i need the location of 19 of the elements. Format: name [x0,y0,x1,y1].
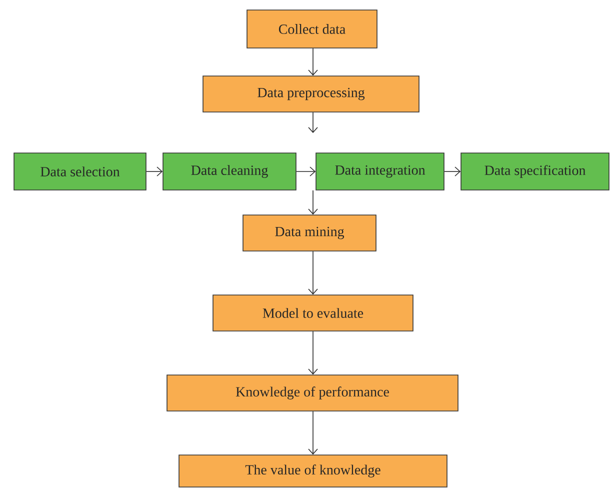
arrow [308,48,318,76]
process-box: Data specification [460,152,610,190]
process-box: Data cleaning [162,152,296,190]
process-box: Collect data [246,10,378,48]
arrow [308,331,318,375]
arrow [308,411,318,455]
arrow [444,166,461,176]
arrow [308,251,318,295]
process-box: Data integration [316,152,444,190]
arrow [308,112,318,133]
process-box: Model to evaluate [212,294,414,332]
process-box: Knowledge of performance [166,374,458,412]
process-box: Data mining [242,214,376,252]
arrow [296,166,316,176]
arrow [308,190,318,215]
process-box: Data preprocessing [202,76,420,112]
arrow [146,166,163,176]
process-box: The value of knowledge [178,454,448,488]
process-box: Data selection [14,152,146,190]
